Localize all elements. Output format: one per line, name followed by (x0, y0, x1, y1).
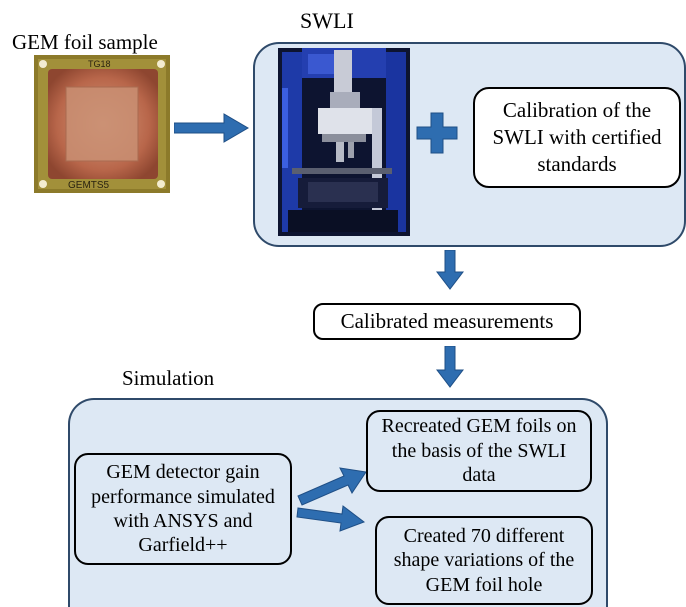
calibration-box: Calibration of the SWLI with certified s… (473, 87, 681, 188)
gem-foil-photo: TG18 GEMTS5 (34, 55, 170, 193)
calibrated-measurements-text: Calibrated measurements (340, 309, 554, 334)
sample-edge-label: GEMTS5 (68, 180, 110, 191)
arrow-calibrated-to-simulation (436, 346, 464, 388)
simulation-title: Simulation (122, 366, 215, 390)
calibration-text: Calibration of the SWLI with certified s… (492, 97, 662, 177)
shape-variations-text: Created 70 different shape variations of… (393, 524, 575, 596)
gain-performance-box: GEM detector gain performance simulated … (74, 453, 292, 565)
shape-variations-box: Created 70 different shape variations of… (375, 516, 593, 605)
recreated-foils-text: Recreated GEM foils on the basis of the … (381, 415, 577, 487)
sample-corner-label: TG18 (88, 59, 111, 69)
gain-performance-text: GEM detector gain performance simulated … (91, 461, 275, 557)
arrow-swli-to-calibrated (436, 250, 464, 290)
swli-title: SWLI (300, 8, 354, 33)
sample-title: GEM foil sample (12, 30, 158, 54)
swli-instrument-photo (278, 48, 410, 236)
arrow-sample-to-swli (174, 113, 249, 143)
calibrated-measurements-box: Calibrated measurements (313, 303, 581, 340)
recreated-foils-box: Recreated GEM foils on the basis of the … (366, 410, 592, 492)
plus-icon (416, 112, 458, 154)
arrows-gain-to-results (296, 467, 367, 532)
